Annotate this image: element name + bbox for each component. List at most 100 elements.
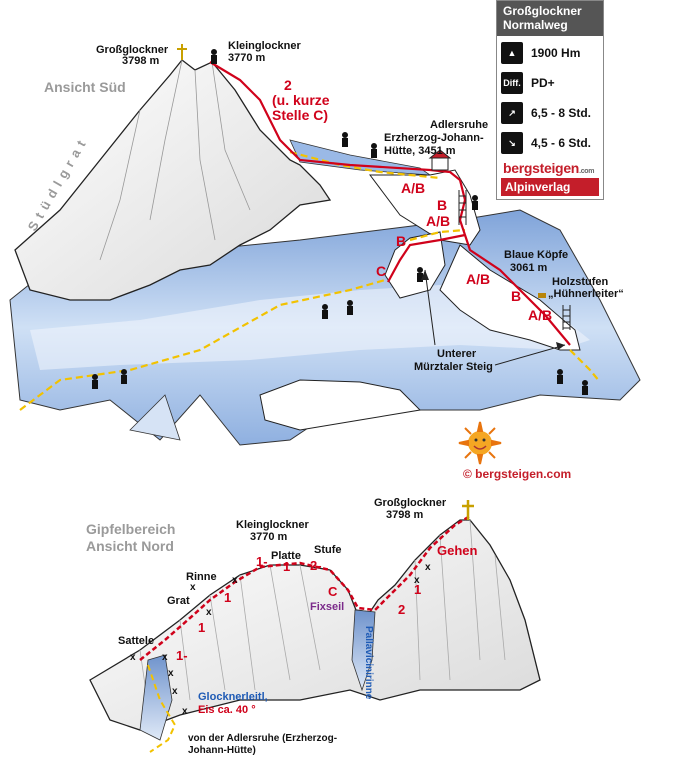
svg-text:x: x — [232, 575, 238, 586]
svg-text:x: x — [206, 607, 212, 618]
hut-name: Adlersruhe — [430, 119, 488, 131]
platte-label: Platte — [271, 550, 301, 562]
approach-path — [19, 278, 386, 411]
holzstufen-label: Holzstufen — [552, 276, 609, 288]
blaue-koepfe-alt: 3061 m — [510, 262, 548, 274]
stufe-label: Stufe — [314, 544, 342, 556]
info-difficulty: PD+ — [531, 76, 555, 90]
grade-s-5: A/B — [466, 271, 490, 287]
bergsteigen-logo-suffix: .com — [579, 168, 595, 175]
svg-text:x: x — [190, 582, 196, 593]
rinne-label: Rinne — [186, 571, 217, 583]
svg-text:x: x — [162, 652, 168, 663]
grossglockner-north-label: Großglockner — [374, 497, 447, 509]
kleinglockner-north-label: Kleinglockner — [236, 519, 309, 531]
grade-s-7: A/B — [528, 307, 552, 323]
path-hut — [289, 150, 441, 180]
grade-n-8: 1 — [414, 582, 421, 597]
view-title-north-2: Ansicht Nord — [86, 538, 174, 554]
grade-n-6: C — [328, 584, 338, 599]
view-title-north-1: Gipfelbereich — [86, 521, 175, 537]
ascent-time-icon: ↗ — [501, 102, 523, 124]
grade-n-0: 1- — [176, 648, 188, 663]
hut-icon — [428, 149, 452, 171]
difficulty-icon: Diff. — [501, 72, 523, 94]
elevation-icon: ▲ — [501, 42, 523, 64]
grade-s-6: B — [511, 288, 521, 304]
alpinverlag-logo: Alpinverlag — [501, 178, 599, 196]
blaue-koepfe-label: Blaue Köpfe — [504, 249, 568, 261]
steig-label: Unterer — [437, 348, 477, 360]
grossglockner-north-alt: 3798 m — [386, 509, 424, 521]
ladder-icon — [458, 190, 571, 330]
grade-top-1: 2 — [284, 77, 292, 93]
grade-n-3: 1- — [256, 554, 268, 569]
info-ascent-time: 6,5 - 8 Std. — [531, 106, 592, 120]
grossglockner-alt: 3798 m — [122, 55, 160, 67]
bergsteigen-logo-text: bergsteigen — [503, 160, 580, 176]
copyright: © bergsteigen.com — [463, 467, 571, 481]
route-info-box: Großglockner Normalweg ▲ 1900 Hm Diff. P… — [496, 0, 604, 200]
descent-time-icon: ↘ — [501, 132, 523, 154]
pallavicini-ice — [351, 609, 376, 692]
holzstufen-label-2: „Hühnerleiter“ — [548, 288, 624, 300]
hut-alt: Hütte, 3451 m — [384, 145, 456, 157]
summit-cross-north — [462, 500, 474, 520]
svg-text:x: x — [425, 562, 431, 573]
info-descent-time: 4,5 - 6 Std. — [531, 136, 592, 150]
grade-n-9: Gehen — [437, 543, 478, 558]
pallavicini-label: Pallavicinirinne — [363, 626, 374, 700]
info-title-line1: Großglockner — [503, 4, 582, 18]
info-elevation: 1900 Hm — [531, 46, 581, 60]
kleinglockner-north-alt: 3770 m — [250, 531, 288, 543]
lower-rock — [259, 379, 422, 431]
info-title-line2: Normalweg — [503, 18, 568, 32]
grade-top-2: (u. kurze — [272, 92, 330, 108]
info-row-descent: ↘ 4,5 - 6 Std. — [501, 130, 599, 156]
steig-label-2: Mürztaler Steig — [414, 361, 493, 373]
kleinglockner-alt: 3770 m — [228, 52, 266, 64]
grade-s-3: B — [396, 233, 406, 249]
svg-text:x: x — [130, 652, 136, 663]
summit-cross-south — [177, 44, 187, 60]
view-title-south: Ansicht Süd — [44, 79, 126, 95]
grade-top-3: Stelle C) — [272, 107, 328, 123]
info-row-elevation: ▲ 1900 Hm — [501, 40, 599, 66]
sattele-label: Sattele — [118, 635, 154, 647]
svg-text:x: x — [182, 706, 188, 717]
grossglockner-label: Großglockner — [96, 44, 169, 56]
grade-s-4: C — [376, 263, 386, 279]
from-hut-label-2: Johann-Hütte) — [188, 745, 256, 756]
wooden-steps-icon — [538, 293, 546, 298]
svg-text:x: x — [172, 686, 178, 697]
grat-label: Grat — [167, 595, 190, 607]
kleinglockner-label: Kleinglockner — [228, 40, 301, 52]
climber-icons — [92, 49, 588, 395]
grossglockner-massif — [14, 59, 332, 301]
info-title: Großglockner Normalweg — [497, 1, 603, 36]
glocknerleitl-label-2: Eis ca. 40 ° — [198, 704, 256, 716]
grade-n-1: 1 — [198, 620, 205, 635]
svg-text:x: x — [168, 668, 174, 679]
bergsteigen-logo: bergsteigen.com — [503, 160, 599, 176]
svg-text:x: x — [414, 575, 420, 586]
grade-n-7: 2 — [398, 602, 405, 617]
fixseil-label: Fixseil — [310, 601, 344, 613]
grade-s-2: A/B — [426, 213, 450, 229]
grade-s-0: A/B — [401, 180, 425, 196]
glocknerleitl-ice — [139, 654, 173, 741]
normal-route-north — [139, 514, 471, 661]
grade-n-4: 1 — [283, 559, 290, 574]
rock-tower-c — [384, 231, 446, 299]
sun-logo — [458, 421, 502, 465]
grade-n-5: 2- — [310, 558, 322, 573]
blaue-koepfe-ridge — [439, 244, 581, 351]
from-hut-label: von der Adlersruhe (Erzherzog- — [188, 733, 337, 744]
info-row-ascent: ↗ 6,5 - 8 Std. — [501, 100, 599, 126]
hut-name-2: Erzherzog-Johann- — [384, 132, 484, 144]
info-row-difficulty: Diff. PD+ — [501, 70, 599, 96]
steig-arrow — [424, 269, 566, 366]
normal-route-south — [209, 61, 571, 346]
